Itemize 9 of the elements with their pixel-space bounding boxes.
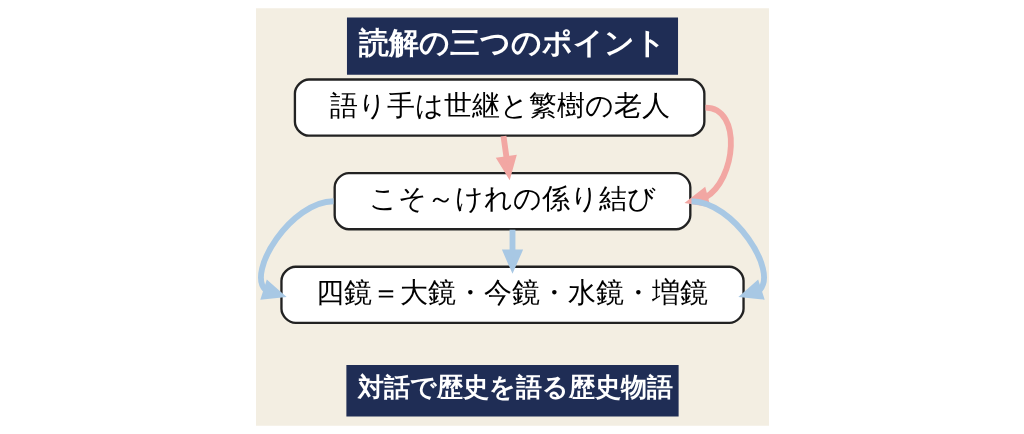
arrow — [257, 198, 334, 300]
caption: 対話で歴史を語る歴史物語 — [357, 372, 673, 403]
node-box: 四鏡＝大鏡・今鏡・水鏡・増鏡 — [279, 265, 745, 325]
node-box: 語り手は世継と繁樹の老人 — [293, 78, 705, 137]
arrow — [495, 135, 517, 181]
node-box: こそ～けれの係り結び — [333, 171, 691, 231]
arrow — [690, 198, 767, 300]
arrow — [501, 229, 523, 274]
diagram-title: 読解の三つのポイント — [358, 24, 666, 60]
